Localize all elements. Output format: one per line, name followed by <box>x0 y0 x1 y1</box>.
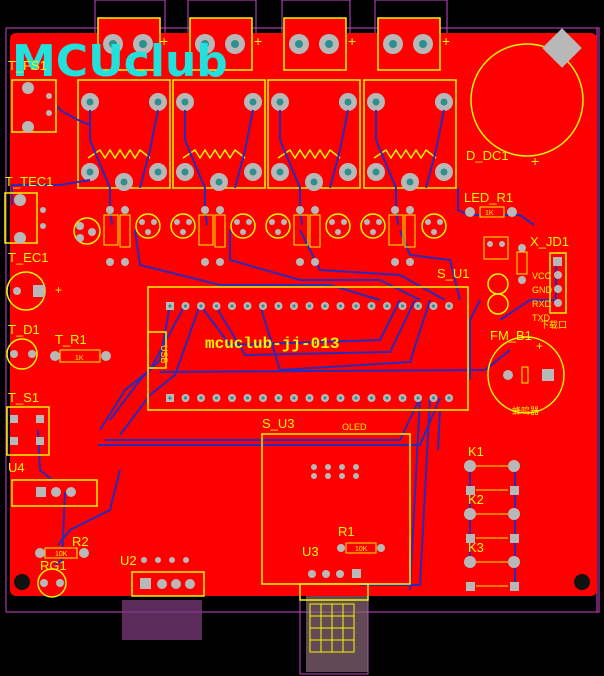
mounting-holes <box>14 574 590 590</box>
label-t-tec1: T_TEC1 <box>5 174 53 189</box>
mcu-pin-drill <box>307 396 312 400</box>
mcu-pin-drill <box>369 304 374 308</box>
label-download: 下载口 <box>540 319 567 330</box>
logo-text: MCUclub <box>12 36 228 87</box>
pin-txd: TXD <box>532 313 551 323</box>
label-s-u1: S_U1 <box>437 266 470 281</box>
label-rg1: RG1 <box>40 558 67 573</box>
pin-gnd: GND <box>532 285 553 295</box>
label-k2: K2 <box>468 492 484 507</box>
label-u3: U3 <box>302 544 319 559</box>
mcu-pin-drill <box>431 304 436 308</box>
label-fm-b1: FM_B1 <box>490 328 532 343</box>
label-led-r1: LED_R1 <box>464 190 513 205</box>
mcu-pin-drill <box>276 304 281 308</box>
mcu-pin-drill <box>385 396 389 400</box>
plus-mark: + <box>442 33 450 49</box>
value-r2: 10K <box>55 551 68 558</box>
mcu-pin-drill <box>261 396 265 400</box>
offboard-u3-body <box>306 596 368 672</box>
mcu-pin-drill <box>447 304 451 308</box>
mcu-pin-drill <box>292 396 296 400</box>
label-t-d1: T_D1 <box>8 322 40 337</box>
label-t-fs1: T_FS1 <box>8 58 47 73</box>
mcu-pin-drill <box>214 304 219 308</box>
plus-mark: + <box>160 33 168 49</box>
mcu-pin-drill <box>245 304 250 308</box>
oled-module <box>141 433 411 653</box>
label-t-r1: T_R1 <box>55 332 87 347</box>
mcu-pin-drill <box>323 396 327 400</box>
label-x-jd1: X_JD1 <box>530 234 569 249</box>
plus-mark: + <box>55 283 62 297</box>
label-u4: U4 <box>8 460 25 475</box>
mcu-pin-drill <box>354 304 358 308</box>
mcu-pin-drill <box>338 304 343 308</box>
label-buzzer: 蜂鸣器 <box>512 405 539 416</box>
mcu-pins-bottom <box>166 394 453 402</box>
mcu-pin-drill <box>431 396 436 400</box>
mcu-pin-drill <box>416 396 420 400</box>
mcu-pin-drill <box>307 304 312 308</box>
label-r1: R1 <box>338 524 355 539</box>
label-usb: USB <box>159 345 169 364</box>
mcu-pin-drill <box>230 396 234 400</box>
project-label: mcuclub-jj-013 <box>205 335 339 353</box>
mcu-pin-drill <box>245 396 250 400</box>
label-s-u3: S_U3 <box>262 416 295 431</box>
label-oled: OLED <box>342 422 367 432</box>
mcu-pin-drill <box>338 396 343 400</box>
mcu-pin-drill <box>400 304 405 308</box>
label-k1: K1 <box>468 444 484 459</box>
left-components <box>4 79 205 598</box>
right-components <box>464 28 584 591</box>
label-k3: K3 <box>468 540 484 555</box>
terminal-connectors: + + + + <box>97 17 450 71</box>
mcu-pin-drill <box>168 304 172 308</box>
plus-mark: + <box>348 33 356 49</box>
label-t-s1: T_S1 <box>8 390 39 405</box>
mcu-pin-drill <box>168 396 172 400</box>
mcu-pin-drill <box>369 396 374 400</box>
mcu-pins-top <box>166 302 453 310</box>
offboard-u2-body <box>122 600 202 640</box>
silkscreen-labels: MCUclub mcuclub-jj-013 T_FS1 T_TEC1 T_EC… <box>5 36 569 573</box>
pin-rxd: RXD <box>532 299 552 309</box>
value-led-r1: 1K <box>485 210 494 217</box>
plus-mark: + <box>531 153 539 169</box>
relay-pads <box>81 93 453 191</box>
plus-mark: + <box>254 33 262 49</box>
mcu-pin-drill <box>354 396 358 400</box>
label-r2: R2 <box>72 534 89 549</box>
mcu-pin-drill <box>199 304 203 308</box>
label-d-dc1: D_DC1 <box>466 148 509 163</box>
mcu-pin-drill <box>214 396 219 400</box>
mcu-module <box>147 286 469 411</box>
mcu-pin-drill <box>183 396 188 400</box>
plus-mark: + <box>536 339 543 353</box>
mcu-pin-drill <box>261 304 265 308</box>
label-u2: U2 <box>120 553 137 568</box>
mcu-pin-drill <box>447 396 451 400</box>
mcu-pin-drill <box>323 304 327 308</box>
mcu-pin-drill <box>385 304 389 308</box>
mcu-pin-drill <box>276 396 281 400</box>
mcu-pin-drill <box>199 396 203 400</box>
mcu-pin-drill <box>416 304 420 308</box>
pin-vcc: VCC <box>532 271 552 281</box>
value-t-r1: 1K <box>75 355 84 362</box>
mcu-pin-drill <box>230 304 234 308</box>
driver-row <box>73 206 447 266</box>
value-r1: 10K <box>355 546 368 553</box>
mcu-pin-drill <box>400 396 405 400</box>
mcu-pin-drill <box>292 304 296 308</box>
label-t-ec1: T_EC1 <box>8 250 48 265</box>
mcu-pin-drill <box>183 304 188 308</box>
